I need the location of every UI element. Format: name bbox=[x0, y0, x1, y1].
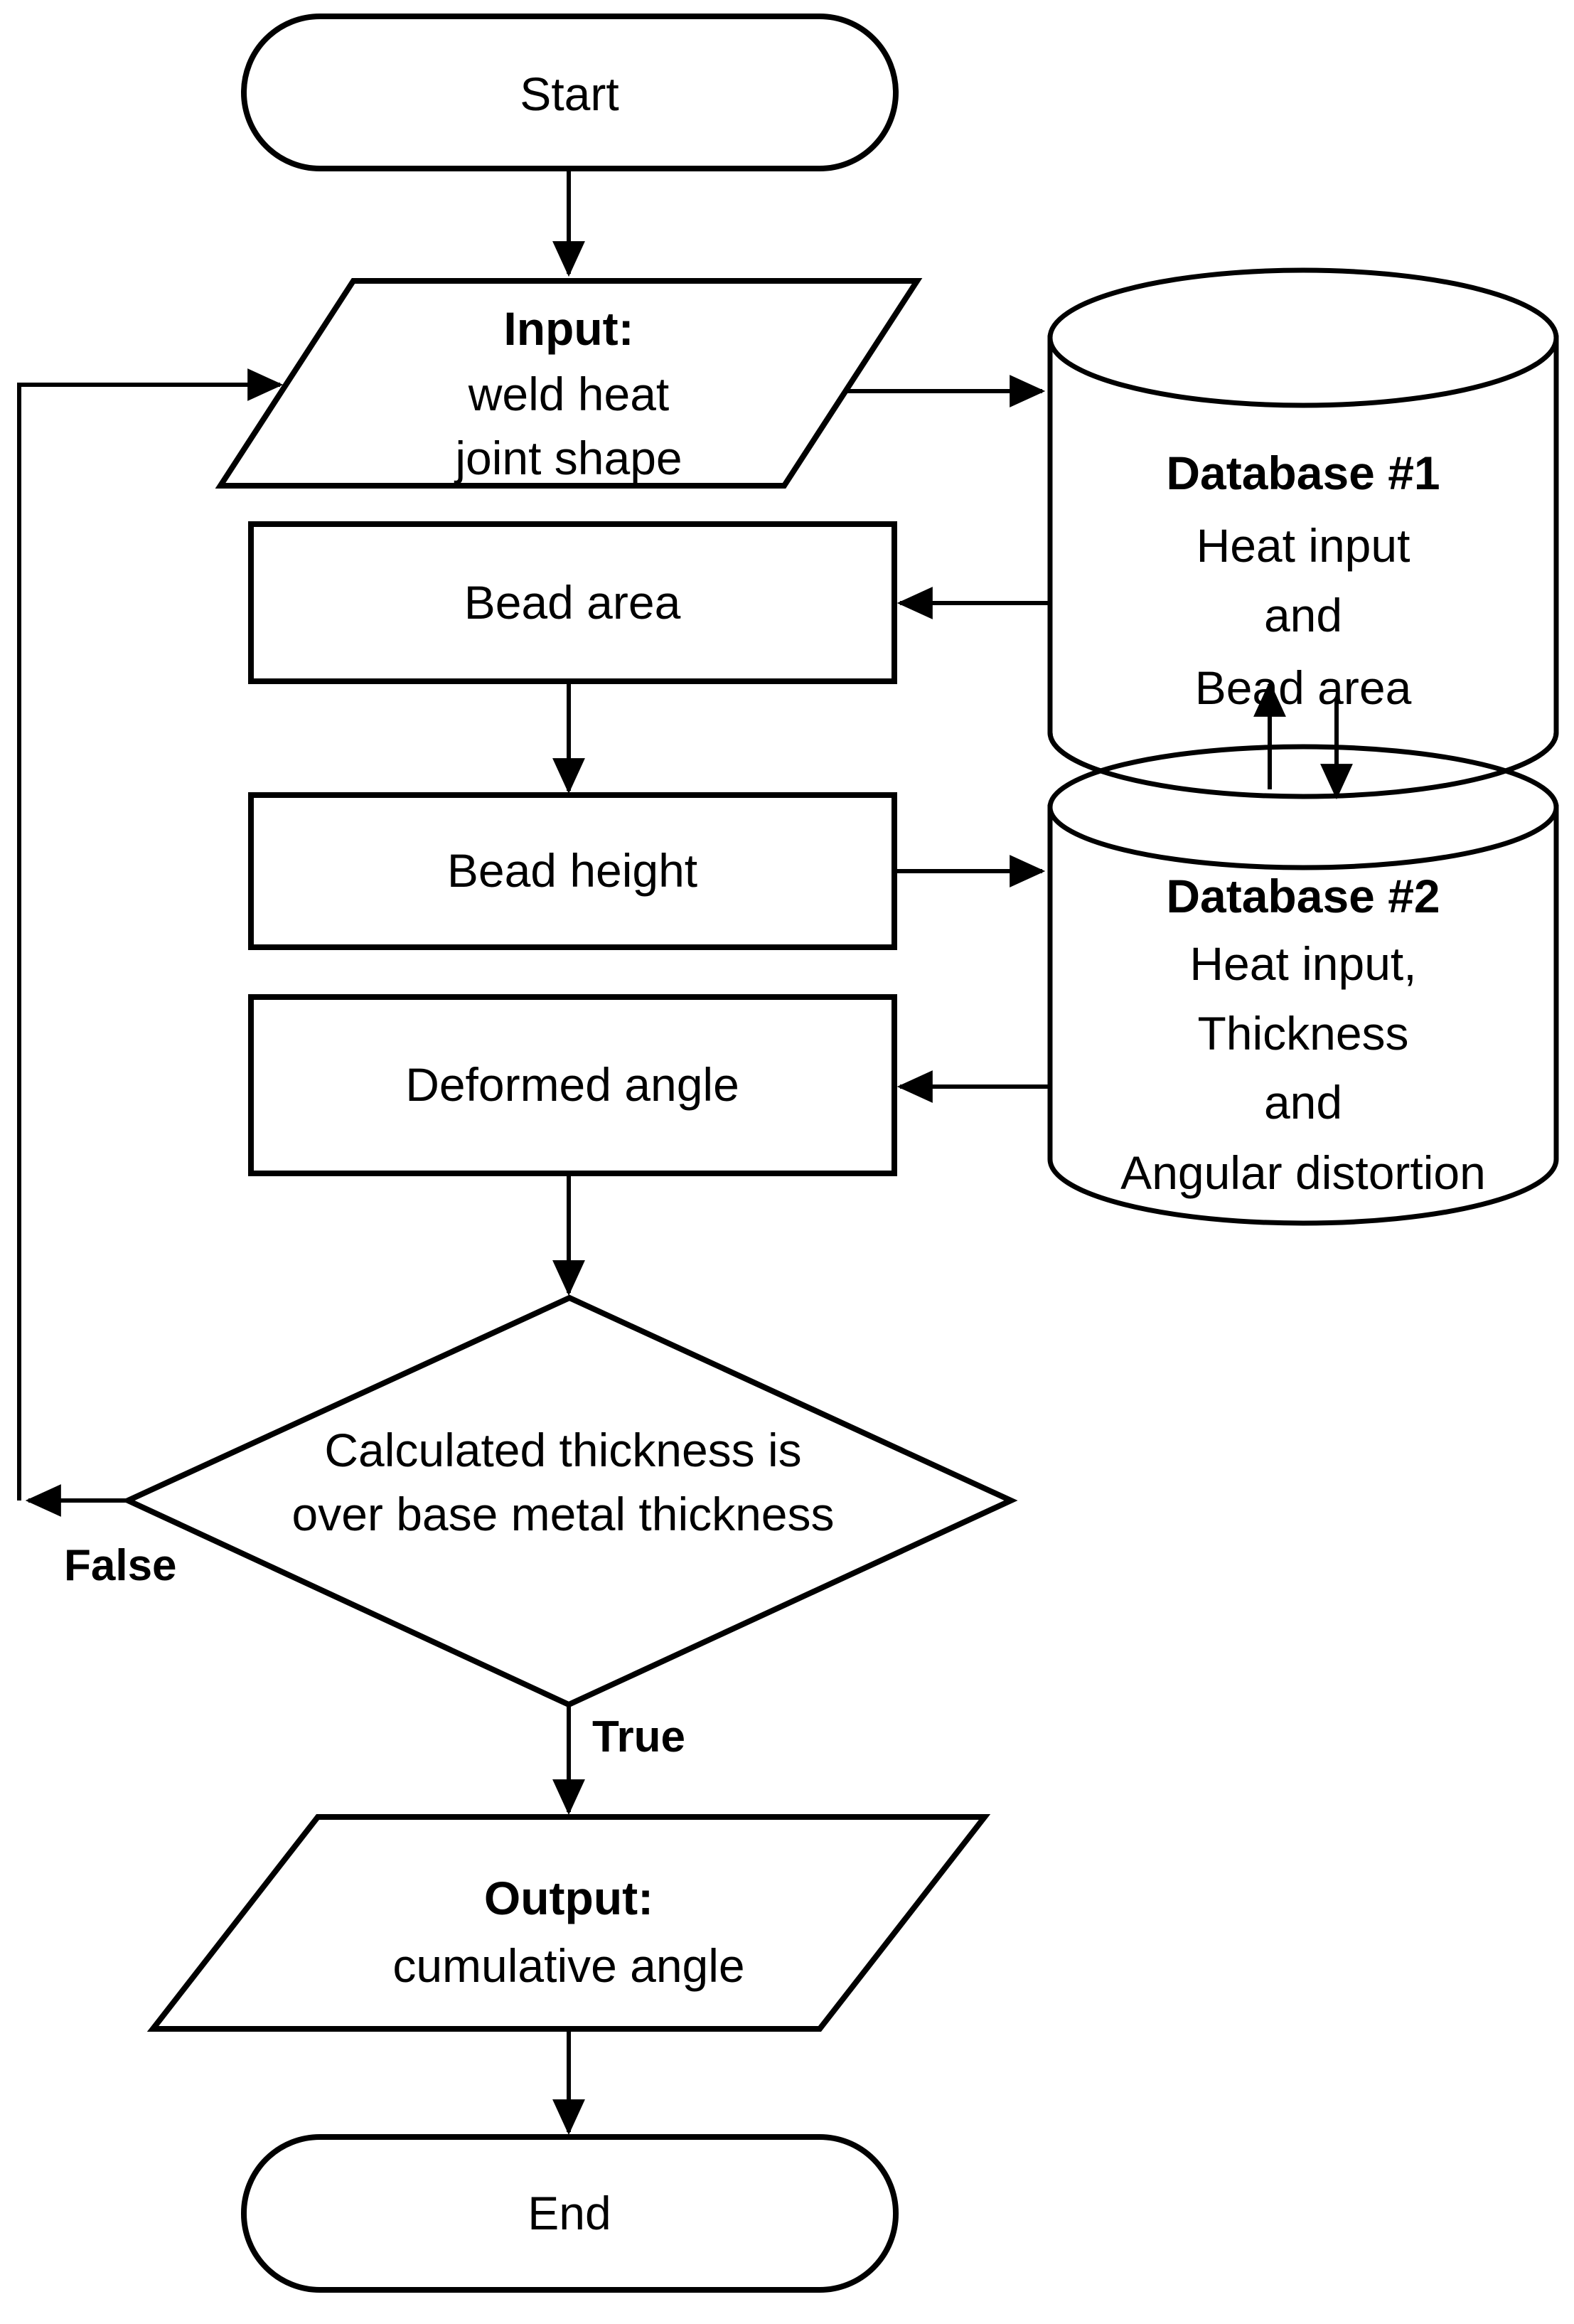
bead-area-box bbox=[248, 521, 897, 684]
output-line-1: cumulative angle bbox=[392, 1939, 744, 1992]
database1-title: Database #1 bbox=[1166, 447, 1440, 499]
database1-line-1: Heat input bbox=[1196, 519, 1410, 572]
false-branch-label: False bbox=[64, 1541, 177, 1590]
end-terminator bbox=[241, 2134, 899, 2293]
input-line-1: weld heat bbox=[468, 368, 670, 420]
output-parallelogram bbox=[146, 1814, 991, 2032]
database1-cylinder-bottom-arc bbox=[1047, 732, 1559, 799]
database2-line-4: Angular distortion bbox=[1120, 1146, 1486, 1199]
true-branch-label: True bbox=[592, 1712, 685, 1761]
database2-line-2: Thickness bbox=[1197, 1007, 1408, 1060]
database1-line-2: and bbox=[1264, 589, 1342, 641]
deformed-angle-box bbox=[248, 994, 897, 1176]
start-terminator bbox=[241, 14, 899, 171]
database1-line-3: Bead area bbox=[1195, 661, 1412, 714]
start-label: Start bbox=[520, 68, 619, 120]
database2-cylinder-top bbox=[1047, 744, 1559, 870]
decision-line-2: over base metal thickness bbox=[291, 1488, 834, 1540]
database2-cylinder-body bbox=[1047, 804, 1559, 1226]
decision-diamond bbox=[121, 1294, 1018, 1708]
database1-cylinder-top bbox=[1047, 267, 1559, 408]
decision-line-1: Calculated thickness is bbox=[324, 1424, 801, 1476]
database2-line-1: Heat input, bbox=[1189, 937, 1416, 990]
bead-height-box bbox=[248, 792, 897, 950]
bead-area-label: Bead area bbox=[464, 576, 681, 629]
input-parallelogram bbox=[215, 278, 923, 489]
end-label: End bbox=[528, 2187, 611, 2239]
input-line-2: joint shape bbox=[454, 432, 682, 484]
bead-height-label: Bead height bbox=[447, 844, 697, 897]
database2-title: Database #2 bbox=[1166, 870, 1440, 922]
deformed-angle-label: Deformed angle bbox=[405, 1058, 739, 1111]
database2-line-3: and bbox=[1264, 1076, 1342, 1129]
output-title: Output: bbox=[484, 1872, 653, 1924]
input-title: Input: bbox=[503, 302, 633, 355]
